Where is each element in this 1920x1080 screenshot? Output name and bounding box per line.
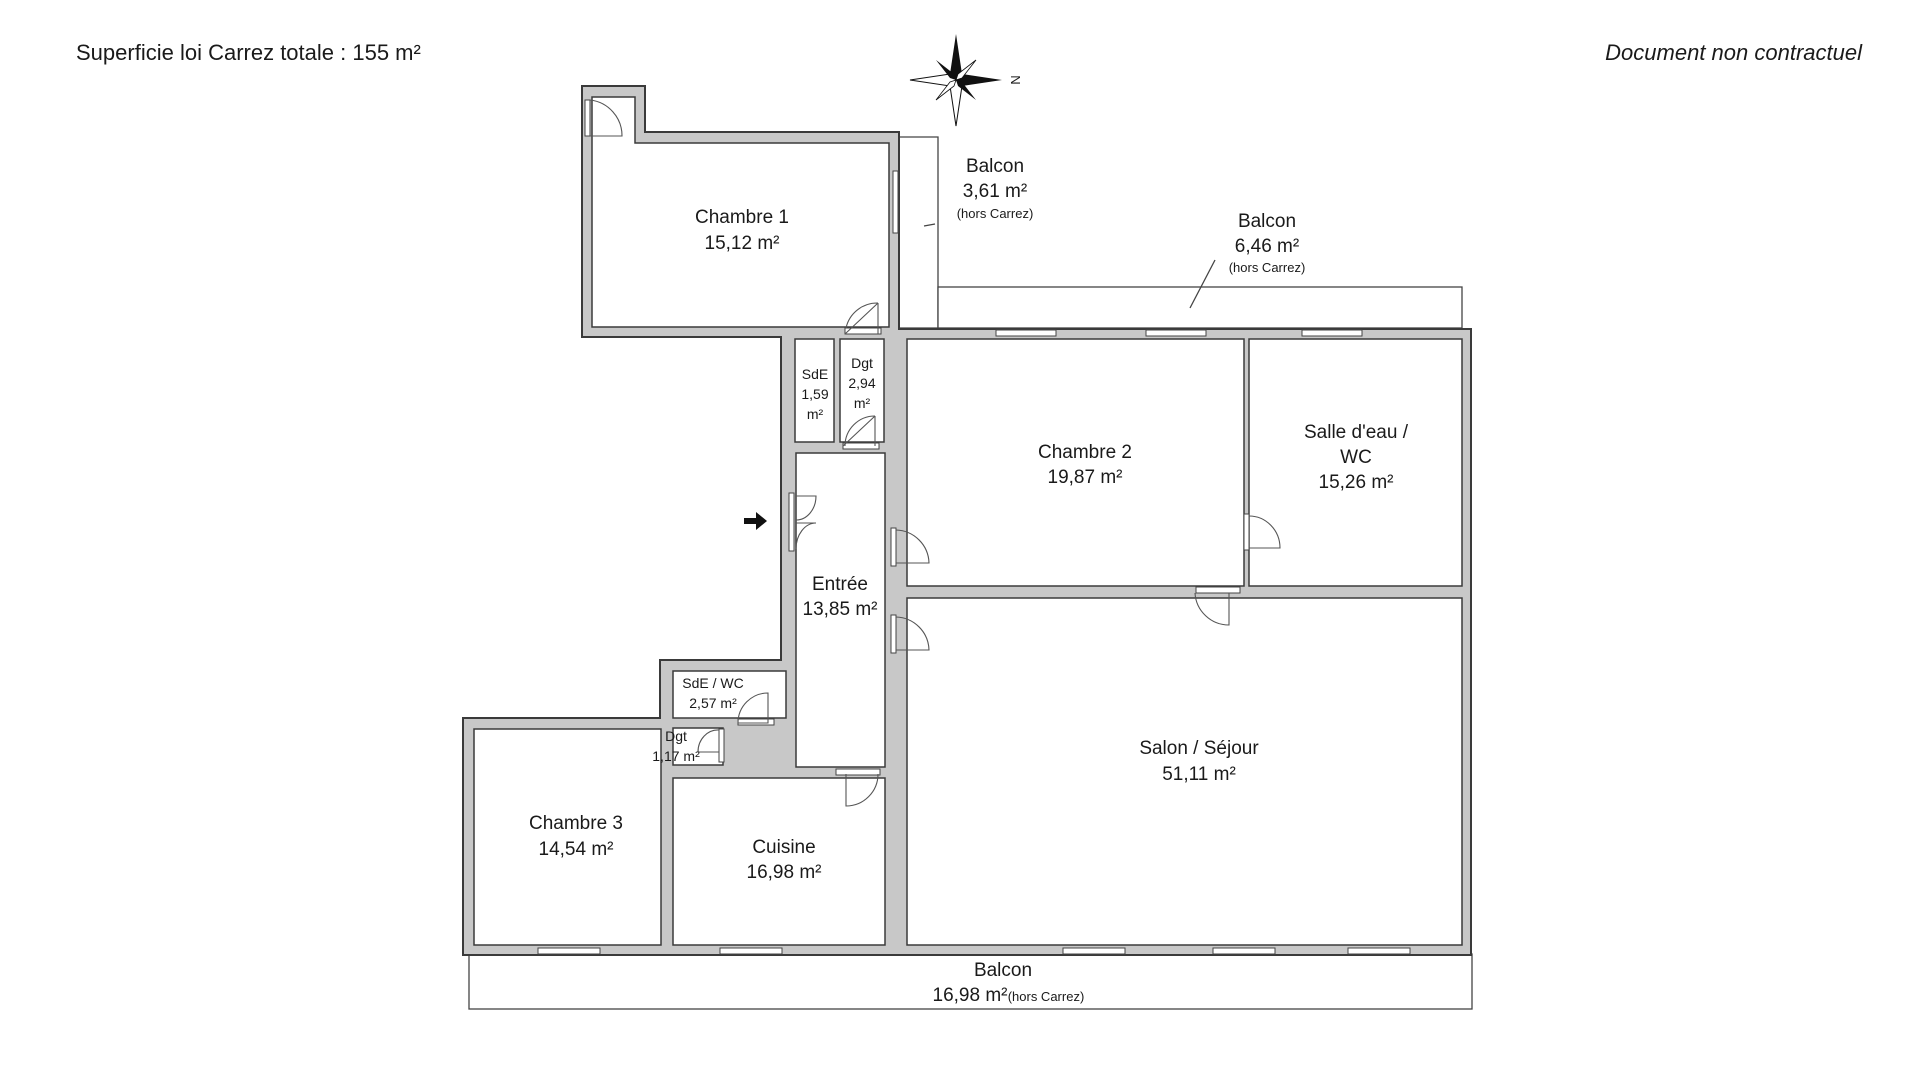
balcony-2-area: 6,46 m² <box>1235 236 1299 257</box>
door-swing <box>737 692 769 724</box>
chambre-2-name: Chambre 2 <box>1038 442 1132 463</box>
room-labels: Chambre 1 15,12 m² SdE 1,59 m² Dgt 2,94 … <box>529 207 1409 883</box>
room-chambre-1 <box>591 96 890 328</box>
compass-rose-icon: N <box>909 34 1023 127</box>
entree-area: 13,85 m² <box>803 599 878 620</box>
window <box>718 728 725 763</box>
window <box>584 99 591 137</box>
room-chambre-3 <box>473 728 662 946</box>
window <box>835 768 881 776</box>
salon-area: 51,11 m² <box>1162 764 1236 785</box>
sde-wc-name: SdE / WC <box>682 675 743 691</box>
total-area-label: Superficie loi Carrez totale : 155 m² <box>76 40 421 65</box>
chambre-2-area: 19,87 m² <box>1048 467 1123 488</box>
salle-eau-wc-area: 15,26 m² <box>1319 472 1394 493</box>
window <box>892 170 899 234</box>
window <box>1347 947 1411 955</box>
window <box>537 947 601 955</box>
rooms <box>473 96 1463 946</box>
salle-eau-wc-name-1: Salle d'eau / <box>1304 422 1409 443</box>
chambre-1-name: Chambre 1 <box>695 207 789 228</box>
window <box>719 947 783 955</box>
window <box>788 492 795 552</box>
balcony-1-note: (hors Carrez) <box>957 206 1034 221</box>
room-salle-eau-wc <box>1248 338 1463 587</box>
balcony-3-area: 16,98 m² <box>933 985 1008 1006</box>
dgt-small-area: 1,17 m² <box>652 748 700 764</box>
windows <box>537 99 1411 955</box>
balcony-2-name: Balcon <box>1238 211 1296 232</box>
door-swing <box>895 529 930 564</box>
sde-small-name: SdE <box>802 366 828 382</box>
cuisine-name: Cuisine <box>752 837 815 858</box>
window <box>1212 947 1276 955</box>
door-swing <box>589 99 623 137</box>
window <box>737 718 775 726</box>
dgt-top-name: Dgt <box>851 355 873 371</box>
entrance-arrow-icon <box>744 512 767 530</box>
balcony-3-name: Balcon <box>974 960 1032 981</box>
window <box>1145 329 1207 337</box>
salle-eau-wc-name-2: WC <box>1340 447 1372 468</box>
door-swing <box>845 773 879 807</box>
door-swing <box>795 495 817 550</box>
window <box>1301 329 1363 337</box>
room-entree <box>795 452 886 768</box>
door-swing <box>895 616 930 651</box>
room-sde-small <box>794 338 835 443</box>
door-swing <box>842 415 876 447</box>
door-swing <box>844 302 879 335</box>
balcony-3-note: (hors Carrez) <box>1008 989 1085 1004</box>
window <box>844 327 882 335</box>
window <box>1062 947 1126 955</box>
dgt-top-unit: m² <box>854 395 871 411</box>
cuisine-area: 16,98 m² <box>747 862 822 883</box>
balcony-1-area <box>897 136 939 329</box>
sde-wc-area: 2,57 m² <box>689 695 737 711</box>
balcony-3-area <box>468 953 1473 1010</box>
balcony-1-name: Balcon <box>966 156 1024 177</box>
salon-name: Salon / Séjour <box>1139 738 1259 759</box>
chambre-3-name: Chambre 3 <box>529 813 623 834</box>
window <box>842 442 880 450</box>
balcony-2-note: (hors Carrez) <box>1229 260 1306 275</box>
dgt-top-area: 2,94 <box>848 375 875 391</box>
window <box>995 329 1057 337</box>
balcony-2-area <box>937 286 1463 329</box>
room-sde-wc <box>672 670 787 719</box>
door-swing <box>697 729 720 753</box>
window <box>890 614 897 654</box>
disclaimer-label: Document non contractuel <box>1605 40 1862 65</box>
window <box>890 527 897 567</box>
balcony-labels: Balcon 3,61 m² (hors Carrez) Balcon 6,46… <box>933 156 1306 1006</box>
sde-small-unit: m² <box>807 406 824 422</box>
compass-north-label: N <box>1008 75 1023 84</box>
door-swing <box>1194 592 1230 626</box>
window <box>1243 513 1250 551</box>
chambre-3-area: 14,54 m² <box>539 839 614 860</box>
room-dgt-top <box>839 338 885 443</box>
entree-name: Entrée <box>812 574 868 595</box>
door-swing <box>1248 515 1281 549</box>
chambre-1-area: 15,12 m² <box>705 233 780 254</box>
room-chambre-2 <box>906 338 1245 587</box>
doors <box>589 99 1281 807</box>
balcony-1-area: 3,61 m² <box>963 181 1027 202</box>
room-salon-sejour <box>906 597 1463 946</box>
dgt-small-name: Dgt <box>665 728 687 744</box>
window <box>1195 586 1241 594</box>
sde-small-area: 1,59 <box>801 386 828 402</box>
